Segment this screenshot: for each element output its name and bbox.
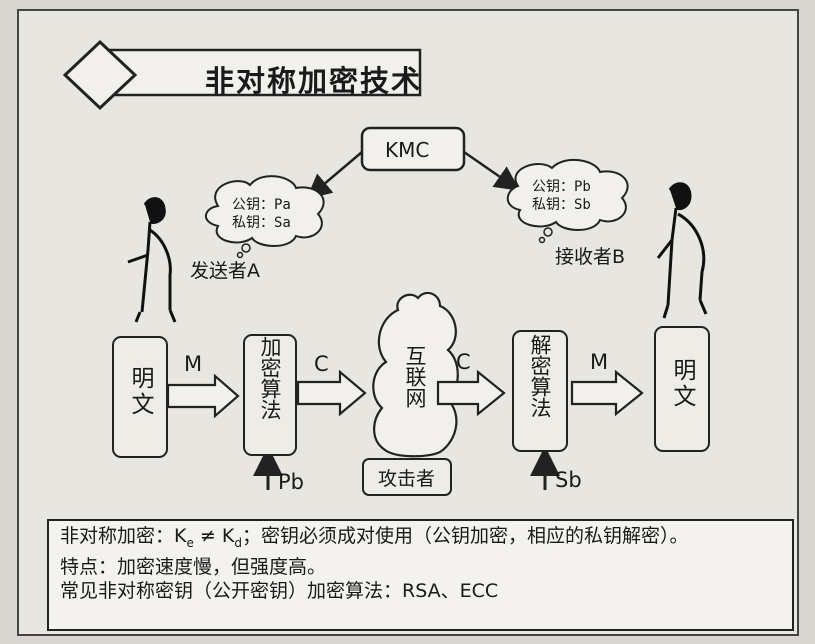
notes: 非对称加密：Ke ≠ Kd；密钥必须成对使用（公钥加密，相应的私钥解密）。 特点… — [60, 524, 780, 603]
note-line-1-prefix: 非对称加密： — [60, 525, 175, 547]
kmc-label: KMC — [385, 138, 430, 162]
receiver-keys: 公钥：Pb 私钥：Sb — [532, 178, 591, 214]
m-arrow-right — [570, 369, 644, 417]
sender-public-key: 公钥：Pa — [232, 197, 291, 213]
title-diamond-icon — [62, 39, 138, 111]
attacker-text: 攻击者 — [378, 468, 436, 490]
receiver-private-key: 私钥：Sb — [532, 197, 591, 213]
note-line-1: 非对称加密：Ke ≠ Kd；密钥必须成对使用（公钥加密，相应的私钥解密）。 — [60, 525, 689, 550]
sender-private-key: 私钥：Sa — [232, 215, 291, 231]
arrow-label-c-left: C — [314, 352, 329, 376]
encrypt-text: 加密算法 — [258, 336, 282, 420]
kmc-box — [360, 126, 466, 172]
sender-keys: 公钥：Pa 私钥：Sa — [232, 196, 291, 232]
plaintext-right-box: 明文 — [654, 326, 710, 452]
key-label-sb: Sb — [555, 468, 582, 492]
c-arrow-right — [436, 369, 506, 417]
notes-box — [47, 519, 794, 631]
sender-label: 发送者A — [190, 260, 260, 282]
page-title: 非对称加密技术 — [205, 64, 423, 98]
arrow-label-m-right: M — [590, 350, 609, 374]
m-arrow-left — [166, 373, 240, 419]
internet-cloud — [372, 291, 459, 458]
plaintext-right-text: 明文 — [669, 358, 695, 410]
key-label-pb: Pb — [278, 470, 304, 494]
decrypt-text: 解密算法 — [528, 334, 552, 418]
internet-text: 互联网 — [403, 345, 427, 408]
arrow-label-c-right: C — [456, 350, 471, 374]
attacker-box: 攻击者 — [362, 458, 452, 496]
receiver-key-cloud — [506, 158, 629, 231]
receiver-label: 接收者B — [555, 246, 626, 268]
receiver-person-icon — [656, 182, 708, 319]
note-line-2: 特点：加密速度慢，但强度高。 — [60, 555, 327, 578]
title-banner — [98, 48, 422, 97]
decrypt-box: 解密算法 — [512, 330, 568, 452]
c-arrow-left — [296, 369, 367, 417]
kmc-to-sender-arrow — [306, 151, 363, 200]
sender-person-icon — [127, 197, 177, 323]
receiver-public-key: 公钥：Pb — [532, 179, 591, 195]
kmc-to-receiver-arrow — [463, 150, 521, 191]
encrypt-box: 加密算法 — [243, 334, 297, 456]
plaintext-left-text: 明文 — [127, 366, 153, 418]
arrow-label-m-left: M — [184, 352, 203, 376]
note-line-1-suffix: ；密钥必须成对使用（公钥加密，相应的私钥解密）。 — [241, 525, 689, 547]
plaintext-left-box: 明文 — [112, 336, 168, 458]
note-line-3: 常见非对称密钥（公开密钥）加密算法：RSA、ECC — [60, 579, 499, 602]
sender-key-cloud — [205, 175, 325, 247]
